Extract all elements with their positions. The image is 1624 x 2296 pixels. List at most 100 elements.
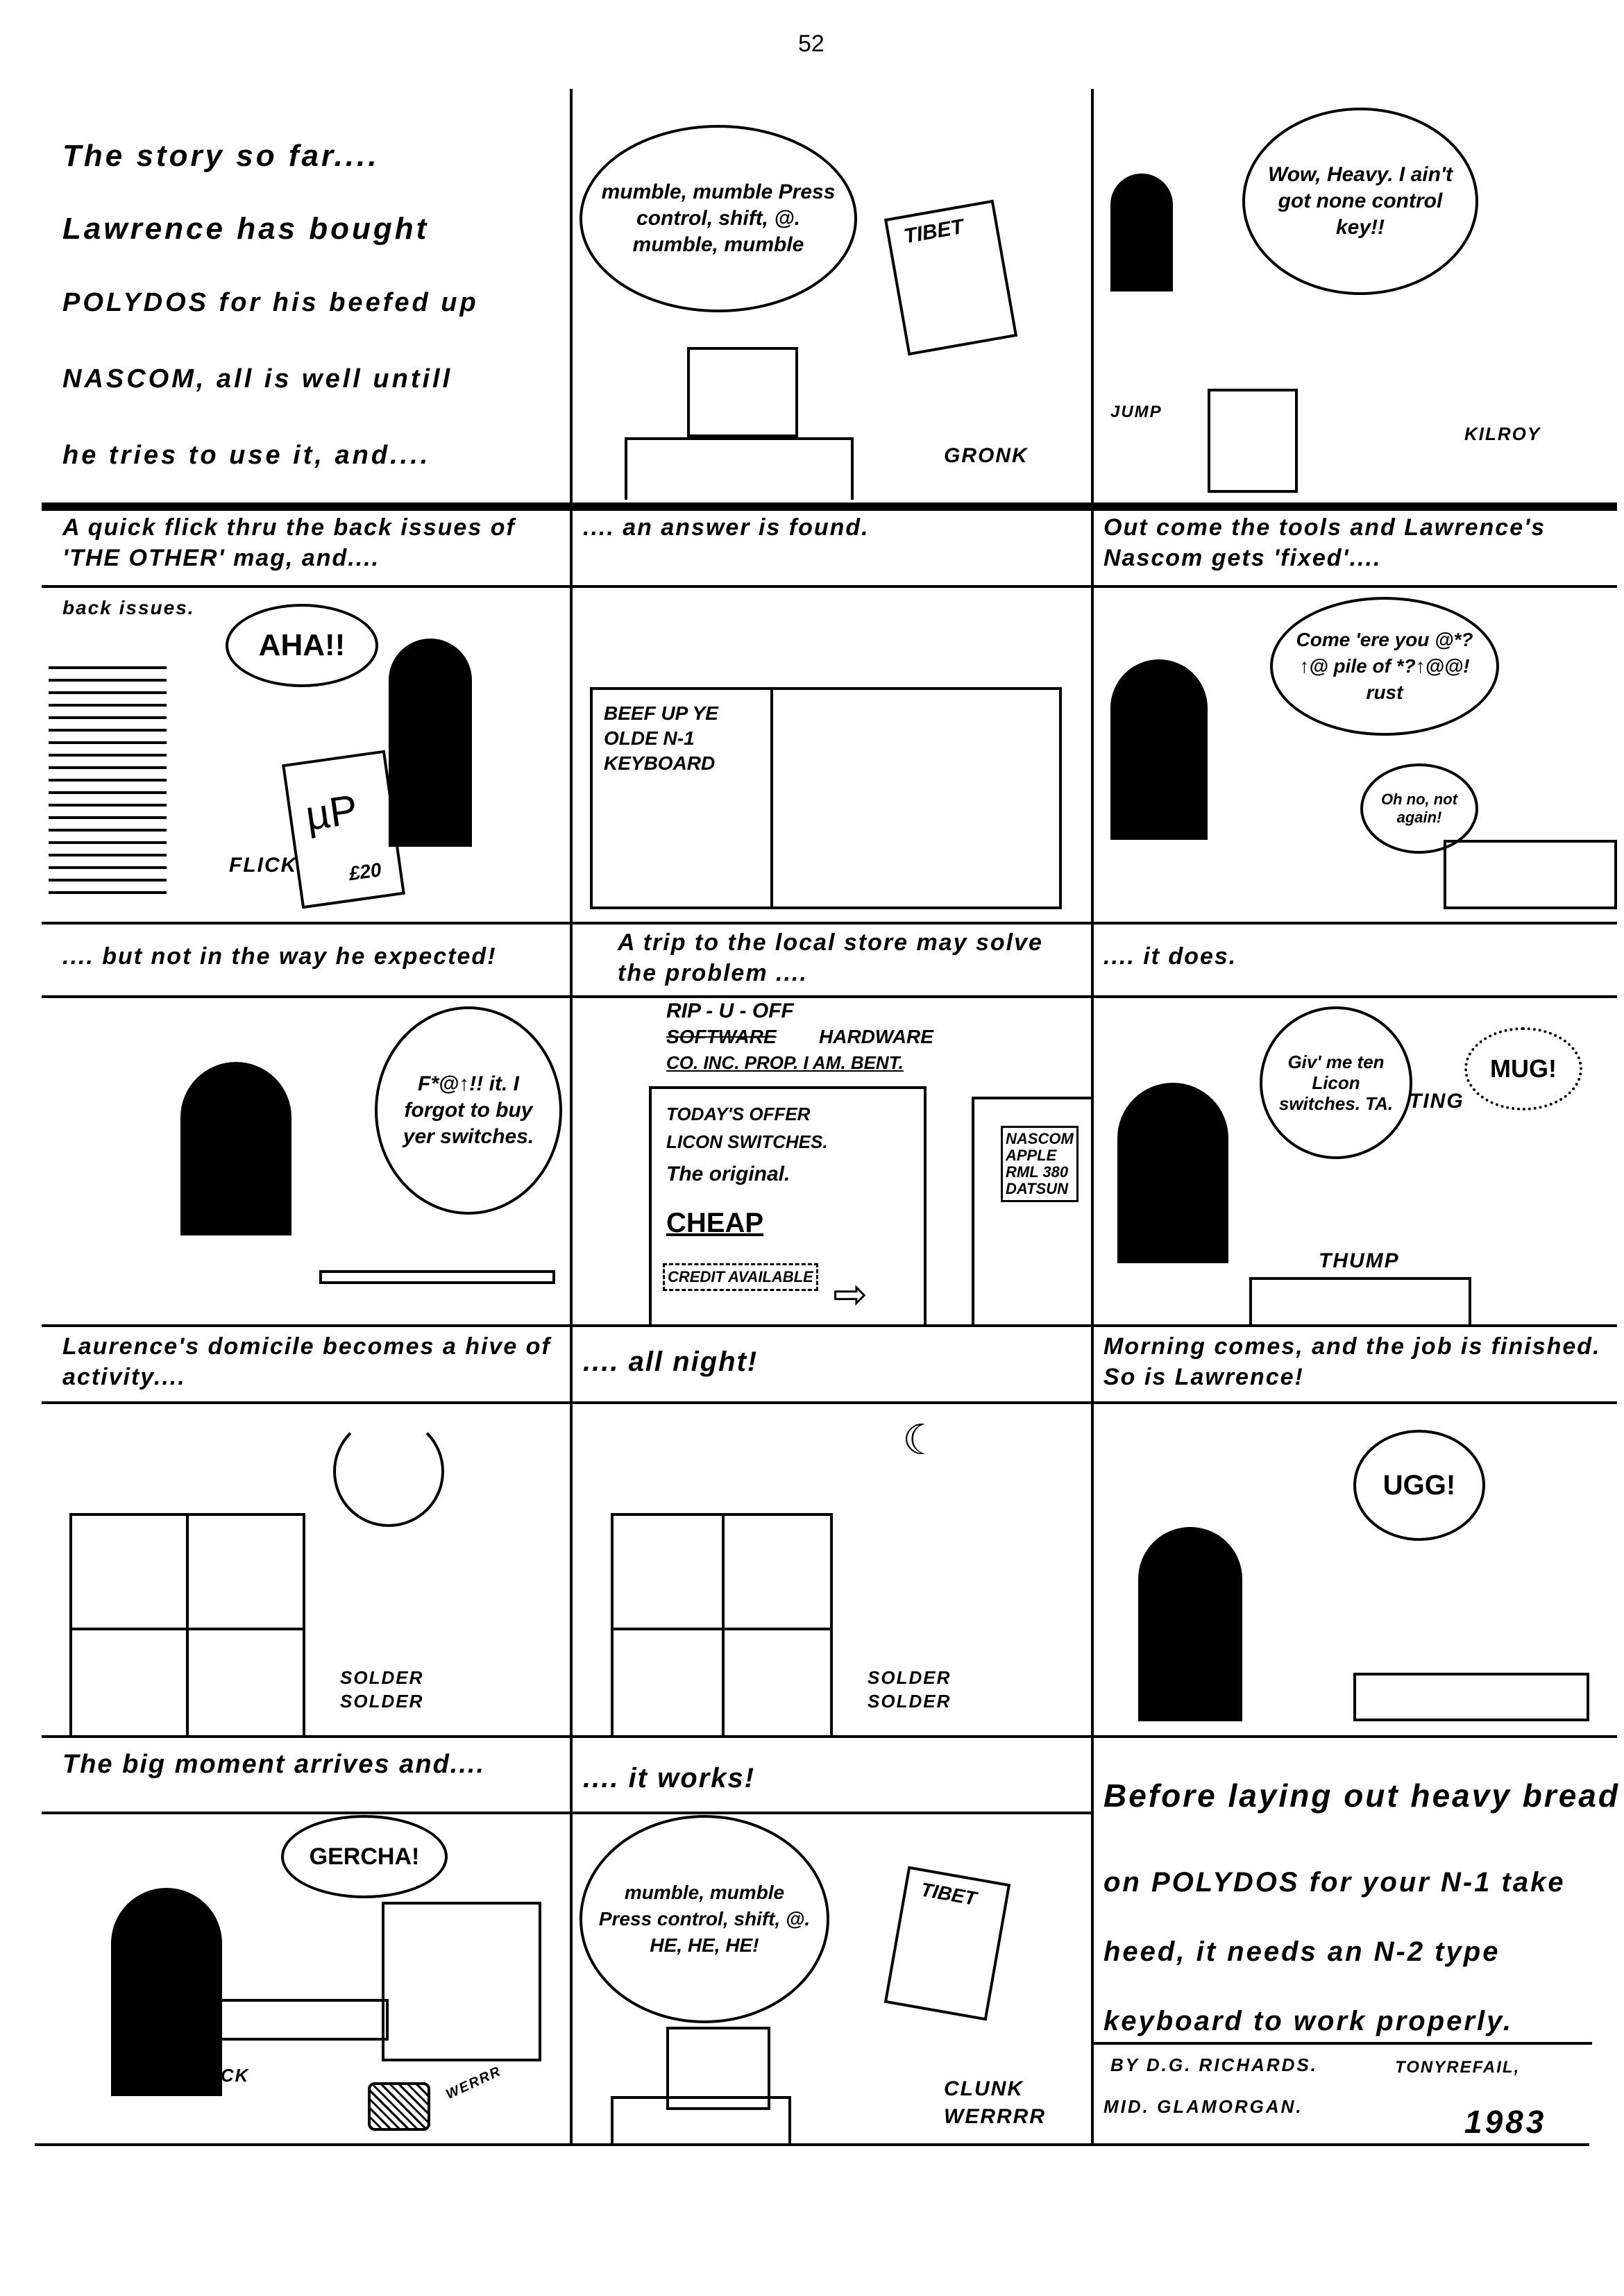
magazine-title: µP — [303, 786, 361, 840]
story-line: he tries to use it, and.... — [62, 441, 431, 470]
character-hair — [1117, 1083, 1228, 1263]
tibet-poster: TIBET — [883, 199, 1018, 356]
sfx-gronk: GRONK — [944, 444, 1029, 467]
magazine-spine — [770, 687, 773, 909]
keyboard — [1353, 1673, 1589, 1721]
column-divider — [1091, 89, 1094, 2143]
speech-bubble: AHA!! — [226, 604, 378, 687]
page-number: 52 — [798, 31, 824, 57]
caption: Morning comes, and the job is finished. … — [1103, 1333, 1601, 1390]
sfx-flick: FLICK — [229, 854, 298, 877]
row-divider — [42, 922, 1617, 925]
shop-sign: HARDWARE — [819, 1026, 933, 1047]
row-divider — [42, 585, 1617, 588]
speech-bubble: UGG! — [1353, 1430, 1485, 1541]
story-line: The story so far.... — [62, 139, 380, 173]
caption: Out come the tools and Lawrence's Nascom… — [1103, 514, 1546, 571]
magazine-stack — [49, 666, 167, 902]
shop-window — [649, 1086, 927, 1326]
shop-sign: RIP - U - OFF — [666, 999, 794, 1022]
offer-text: TODAY'S OFFER — [666, 1104, 811, 1124]
arrow-right-icon: ⇨ — [833, 1271, 868, 1317]
door-sign-line: APPLE — [1006, 1147, 1057, 1164]
door-sign-line: NASCOM — [1006, 1130, 1074, 1147]
workbench — [319, 1270, 555, 1284]
desk — [625, 437, 854, 500]
magazine-price: £20 — [347, 859, 383, 885]
credit-town: TONYREFAIL, — [1395, 2058, 1521, 2077]
shop-sign-struck: SOFTWARE — [666, 1026, 777, 1047]
computer — [1208, 389, 1298, 493]
speech-bubble-small: Oh no, not again! — [1360, 763, 1478, 854]
row-divider — [42, 503, 1617, 511]
computer-monitor — [666, 2027, 770, 2110]
final-text-line: Before laying out heavy bread — [1103, 1778, 1620, 1814]
door-sign-line: RML 380 — [1006, 1163, 1069, 1181]
column-divider — [570, 89, 573, 2143]
sfx-werrr: WERRR — [443, 2063, 504, 2103]
character-hair — [1138, 1527, 1242, 1721]
page-bottom-line — [35, 2143, 1589, 2146]
poster-text: TIBET — [919, 1878, 979, 1910]
keyboard — [208, 1999, 389, 2041]
desk — [611, 2096, 791, 2145]
sfx-click: CLICK — [187, 2065, 250, 2086]
sun — [333, 1416, 444, 1527]
offer-cheap: CHEAP — [666, 1208, 764, 1238]
speech-bubble: GERCHA! — [281, 1815, 448, 1898]
row-divider — [42, 1324, 1617, 1327]
house-window-frame — [186, 1513, 189, 1735]
shop-counter — [1249, 1277, 1471, 1326]
final-text-line: keyboard to work properly. — [1103, 2006, 1513, 2036]
character-hair — [1110, 174, 1173, 292]
credit-year: 1983 — [1464, 2104, 1547, 2140]
caption: Laurence's domicile becomes a hive of ac… — [62, 1333, 551, 1390]
sfx-jump: JUMP — [1110, 403, 1162, 421]
computer-monitor — [687, 347, 798, 437]
character-hair — [389, 639, 472, 847]
final-text-line: on POLYDOS for your N-1 take — [1103, 1867, 1566, 1898]
row-divider — [42, 1401, 1617, 1404]
credit-sign: CREDIT AVAILABLE — [663, 1263, 818, 1291]
story-line: NASCOM, all is well untill — [62, 364, 453, 394]
credit-author: BY D.G. RICHARDS. — [1110, 2054, 1318, 2075]
story-line: POLYDOS for his beefed up — [62, 288, 479, 317]
sfx-solder: SOLDER — [868, 1691, 951, 1712]
speech-bubble: Giv' me ten Licon switches. TA. — [1260, 1006, 1412, 1159]
magazine: µP £20 — [282, 750, 405, 909]
row-divider — [42, 1735, 1617, 1738]
moon-icon: ☾ — [902, 1417, 940, 1463]
caption: .... an answer is found. — [583, 514, 870, 541]
speech-bubble: F*@↑!! it. I forgot to buy yer switches. — [375, 1006, 562, 1215]
house-window-frame — [69, 1628, 305, 1630]
caption: .... but not in the way he expected! — [62, 943, 497, 970]
open-magazine — [590, 687, 1062, 909]
final-text-line: heed, it needs an N-2 type — [1103, 1936, 1500, 1967]
house-window-frame — [611, 1628, 833, 1630]
caption: .... all night! — [583, 1347, 759, 1377]
back-issues-label: back issues. — [62, 597, 195, 618]
computer-monitor — [382, 1902, 541, 2061]
kilroy-label: KILROY — [1464, 423, 1541, 444]
door-sign-line: DATSUN — [1006, 1180, 1069, 1197]
row-divider — [42, 995, 1617, 998]
caption: A trip to the local store may solve the … — [618, 929, 1043, 986]
credits-divider — [1092, 2042, 1592, 2045]
caption: .... it works! — [583, 1763, 756, 1793]
sfx-werrrr: WERRRR — [944, 2105, 1046, 2128]
speaker-grille — [368, 2082, 430, 2131]
row-divider — [42, 1812, 1092, 1814]
caption: The big moment arrives and.... — [62, 1750, 486, 1779]
speech-bubble: mumble, mumble Press control, shift, @. … — [580, 1815, 829, 2023]
sfx-ting: TING — [1409, 1090, 1464, 1113]
speech-bubble: Come 'ere you @*?↑@ pile of *?↑@@! rust — [1270, 597, 1499, 736]
poster-text: TIBET — [902, 214, 966, 248]
caption: .... it does. — [1103, 943, 1237, 970]
character-hair — [1110, 659, 1208, 840]
offer-text: LICON SWITCHES. — [666, 1131, 828, 1152]
offer-text: The original. — [666, 1163, 790, 1185]
sfx-solder: SOLDER — [868, 1667, 951, 1688]
article-title: BEEF UP YE OLDE N-1 KEYBOARD — [604, 702, 718, 774]
sfx-solder: SOLDER — [340, 1667, 424, 1688]
tibet-poster: TIBET — [883, 1866, 1011, 2021]
